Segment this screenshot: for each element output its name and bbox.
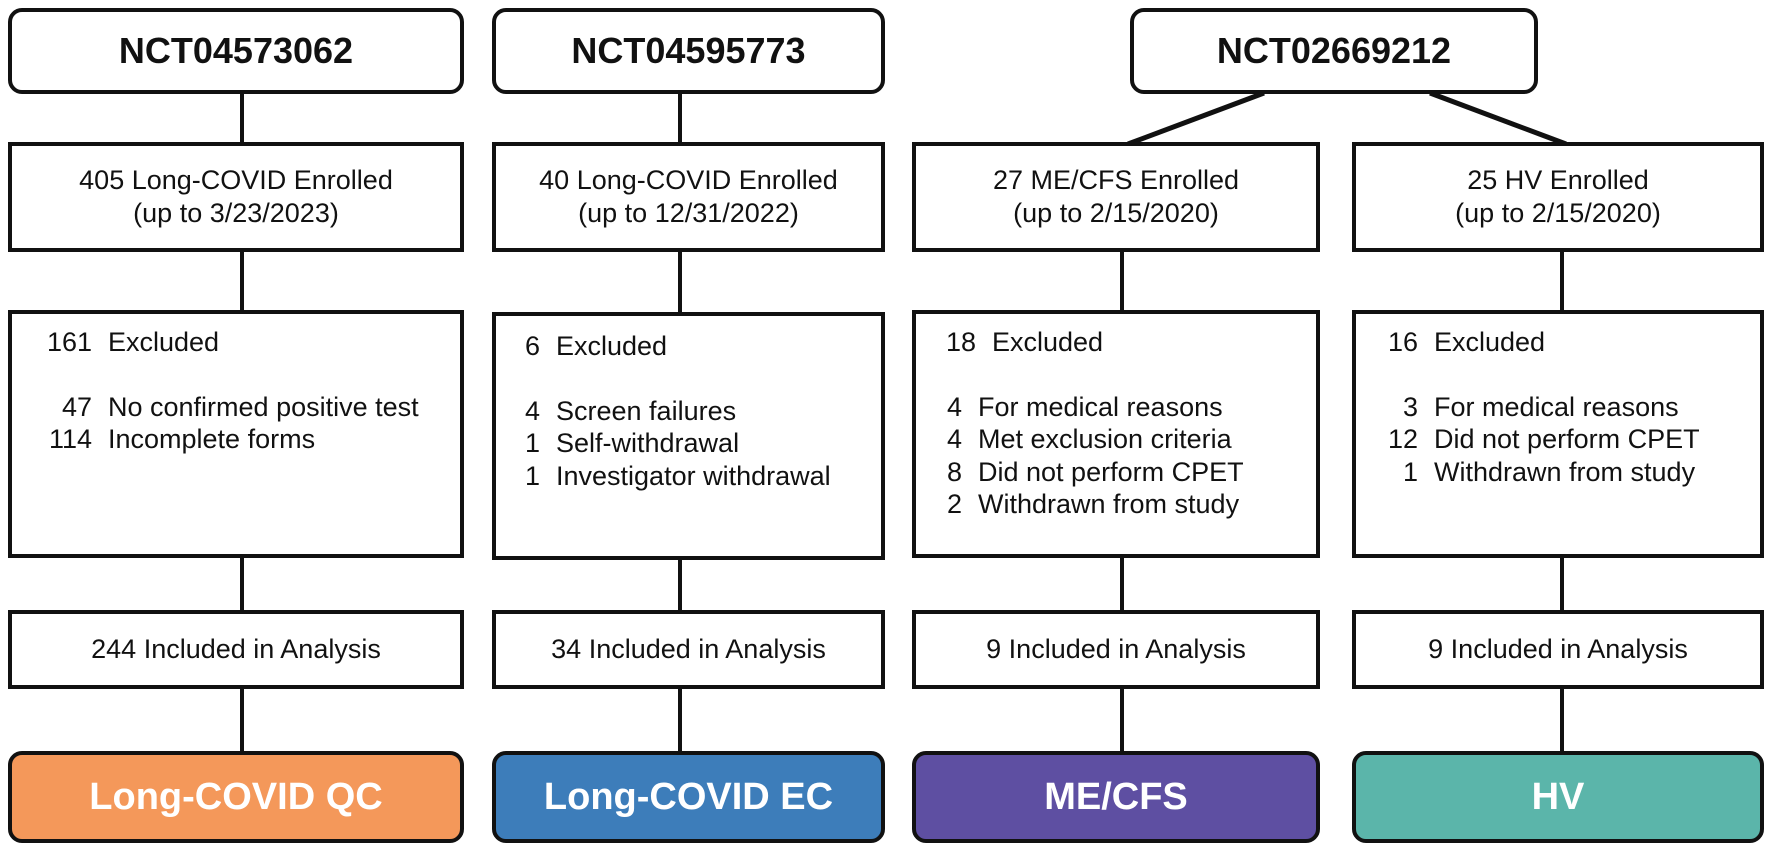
excluded-label: Excluded bbox=[108, 327, 220, 357]
enrolled-date: (up to 12/31/2022) bbox=[578, 198, 799, 228]
reason-count: 12 bbox=[1388, 424, 1419, 454]
excluded-total: 18 bbox=[946, 327, 977, 357]
included-text: 9 Included in Analysis bbox=[986, 634, 1246, 664]
excluded-total: 16 bbox=[1388, 327, 1419, 357]
group-label: ME/CFS bbox=[1044, 775, 1188, 818]
trial-id: NCT02669212 bbox=[1216, 30, 1452, 71]
reason-count: 114 bbox=[48, 424, 92, 454]
exclusion-reason: 1 Self-withdrawal bbox=[520, 427, 881, 460]
reason-label: Did not perform CPET bbox=[1434, 424, 1700, 454]
enrolled-count: 27 ME/CFS Enrolled bbox=[992, 165, 1240, 195]
enrolled-box: 25 HV Enrolled (up to 2/15/2020) bbox=[1352, 142, 1764, 252]
reason-count: 3 bbox=[1402, 391, 1418, 422]
connector-line bbox=[678, 687, 682, 753]
group-box-me-cfs: ME/CFS bbox=[912, 751, 1320, 843]
excluded-box: 18 Excluded 4 For medical reasons 4 Met … bbox=[912, 310, 1320, 558]
group-label: Long-COVID QC bbox=[89, 775, 383, 818]
group-box-long-covid-qc: Long-COVID QC bbox=[8, 751, 464, 843]
exclusion-reason: 8 Did not perform CPET bbox=[946, 456, 1316, 489]
included-text: 9 Included in Analysis bbox=[1428, 634, 1688, 664]
connector-line bbox=[1560, 250, 1564, 312]
group-label: Long-COVID EC bbox=[543, 775, 834, 818]
excluded-box: 16 Excluded 3 For medical reasons 12 Did… bbox=[1352, 310, 1764, 558]
excluded-label: Excluded bbox=[1434, 327, 1546, 357]
reason-label: For medical reasons bbox=[978, 391, 1223, 422]
exclusion-reason: 1 Investigator withdrawal bbox=[520, 460, 881, 493]
reason-count: 8 bbox=[946, 456, 962, 487]
connector-line bbox=[678, 92, 682, 144]
reason-label: Withdrawn from study bbox=[978, 489, 1240, 519]
exclusion-reason: 114 Incomplete forms bbox=[36, 423, 460, 456]
reason-count: 2 bbox=[946, 489, 962, 519]
exclusion-reason: 12 Did not perform CPET bbox=[1388, 423, 1760, 456]
exclusion-reason: 4 Met exclusion criteria bbox=[946, 423, 1316, 456]
reason-label: Incomplete forms bbox=[108, 424, 316, 454]
connector-line bbox=[1120, 556, 1124, 612]
exclusion-reason: 3 For medical reasons bbox=[1388, 391, 1760, 424]
branch-line-hv bbox=[1429, 90, 1567, 147]
exclusion-reason: 1 Withdrawn from study bbox=[1388, 456, 1760, 489]
connector-line bbox=[678, 558, 682, 612]
enrolled-date: (up to 2/15/2020) bbox=[1013, 198, 1219, 228]
trial-id-box: NCT04573062 bbox=[8, 8, 464, 94]
reason-label: Investigator withdrawal bbox=[556, 460, 831, 491]
reason-label: Withdrawn from study bbox=[1434, 456, 1696, 487]
enrolled-box: 27 ME/CFS Enrolled (up to 2/15/2020) bbox=[912, 142, 1320, 252]
trial-id-box: NCT04595773 bbox=[492, 8, 885, 94]
reason-label: Did not perform CPET bbox=[978, 456, 1244, 487]
included-box: 244 Included in Analysis bbox=[8, 610, 464, 689]
included-text: 244 Included in Analysis bbox=[91, 634, 381, 664]
reason-count: 4 bbox=[524, 395, 540, 426]
enrolled-count: 25 HV Enrolled bbox=[1467, 165, 1649, 195]
connector-line bbox=[1120, 250, 1124, 312]
reason-count: 1 bbox=[1402, 456, 1418, 487]
reason-label: No confirmed positive test bbox=[108, 391, 419, 422]
trial-id: NCT04573062 bbox=[118, 30, 354, 71]
included-box: 34 Included in Analysis bbox=[492, 610, 885, 689]
included-text: 34 Included in Analysis bbox=[551, 634, 826, 664]
trial-id-box: NCT02669212 bbox=[1130, 8, 1538, 94]
connector-line bbox=[1560, 556, 1564, 612]
exclusion-reason: 47 No confirmed positive test bbox=[36, 391, 460, 424]
group-label: HV bbox=[1531, 775, 1585, 818]
reason-label: Self-withdrawal bbox=[556, 428, 740, 458]
excluded-box: 161 Excluded 47 No confirmed positive te… bbox=[8, 310, 464, 558]
reason-label: For medical reasons bbox=[1434, 391, 1679, 422]
group-box-hv: HV bbox=[1352, 751, 1764, 843]
connector-line bbox=[678, 250, 682, 314]
enrolled-count: 40 Long-COVID Enrolled bbox=[539, 165, 838, 195]
enrolled-date: (up to 2/15/2020) bbox=[1455, 198, 1661, 228]
connector-line bbox=[1560, 687, 1564, 753]
exclusion-reason: 2 Withdrawn from study bbox=[946, 488, 1316, 521]
excluded-total: 6 bbox=[524, 331, 540, 361]
enrolled-box: 405 Long-COVID Enrolled (up to 3/23/2023… bbox=[8, 142, 464, 252]
connector-line bbox=[240, 250, 244, 312]
reason-count: 4 bbox=[946, 424, 962, 454]
reason-count: 1 bbox=[524, 428, 540, 458]
reason-label: Met exclusion criteria bbox=[978, 424, 1232, 454]
included-box: 9 Included in Analysis bbox=[1352, 610, 1764, 689]
included-box: 9 Included in Analysis bbox=[912, 610, 1320, 689]
reason-count: 47 bbox=[61, 391, 92, 422]
reason-count: 4 bbox=[946, 391, 962, 422]
excluded-total: 161 bbox=[46, 327, 92, 357]
enrolled-box: 40 Long-COVID Enrolled (up to 12/31/2022… bbox=[492, 142, 885, 252]
exclusion-reason: 4 For medical reasons bbox=[946, 391, 1316, 424]
reason-label: Screen failures bbox=[556, 395, 737, 426]
excluded-box: 6 Excluded 4 Screen failures 1 Self-with… bbox=[492, 312, 885, 560]
enrolled-count: 405 Long-COVID Enrolled bbox=[79, 165, 393, 195]
trial-id: NCT04595773 bbox=[571, 30, 806, 71]
connector-line bbox=[240, 556, 244, 612]
connector-line bbox=[1120, 687, 1124, 753]
branch-line-me-cfs bbox=[1127, 90, 1265, 147]
connector-line bbox=[240, 92, 244, 144]
enrolled-date: (up to 3/23/2023) bbox=[133, 198, 339, 228]
excluded-label: Excluded bbox=[992, 327, 1104, 357]
exclusion-reason: 4 Screen failures bbox=[520, 395, 881, 428]
connector-line bbox=[240, 687, 244, 753]
reason-count: 1 bbox=[524, 460, 540, 491]
group-box-long-covid-ec: Long-COVID EC bbox=[492, 751, 885, 843]
excluded-label: Excluded bbox=[556, 331, 668, 361]
